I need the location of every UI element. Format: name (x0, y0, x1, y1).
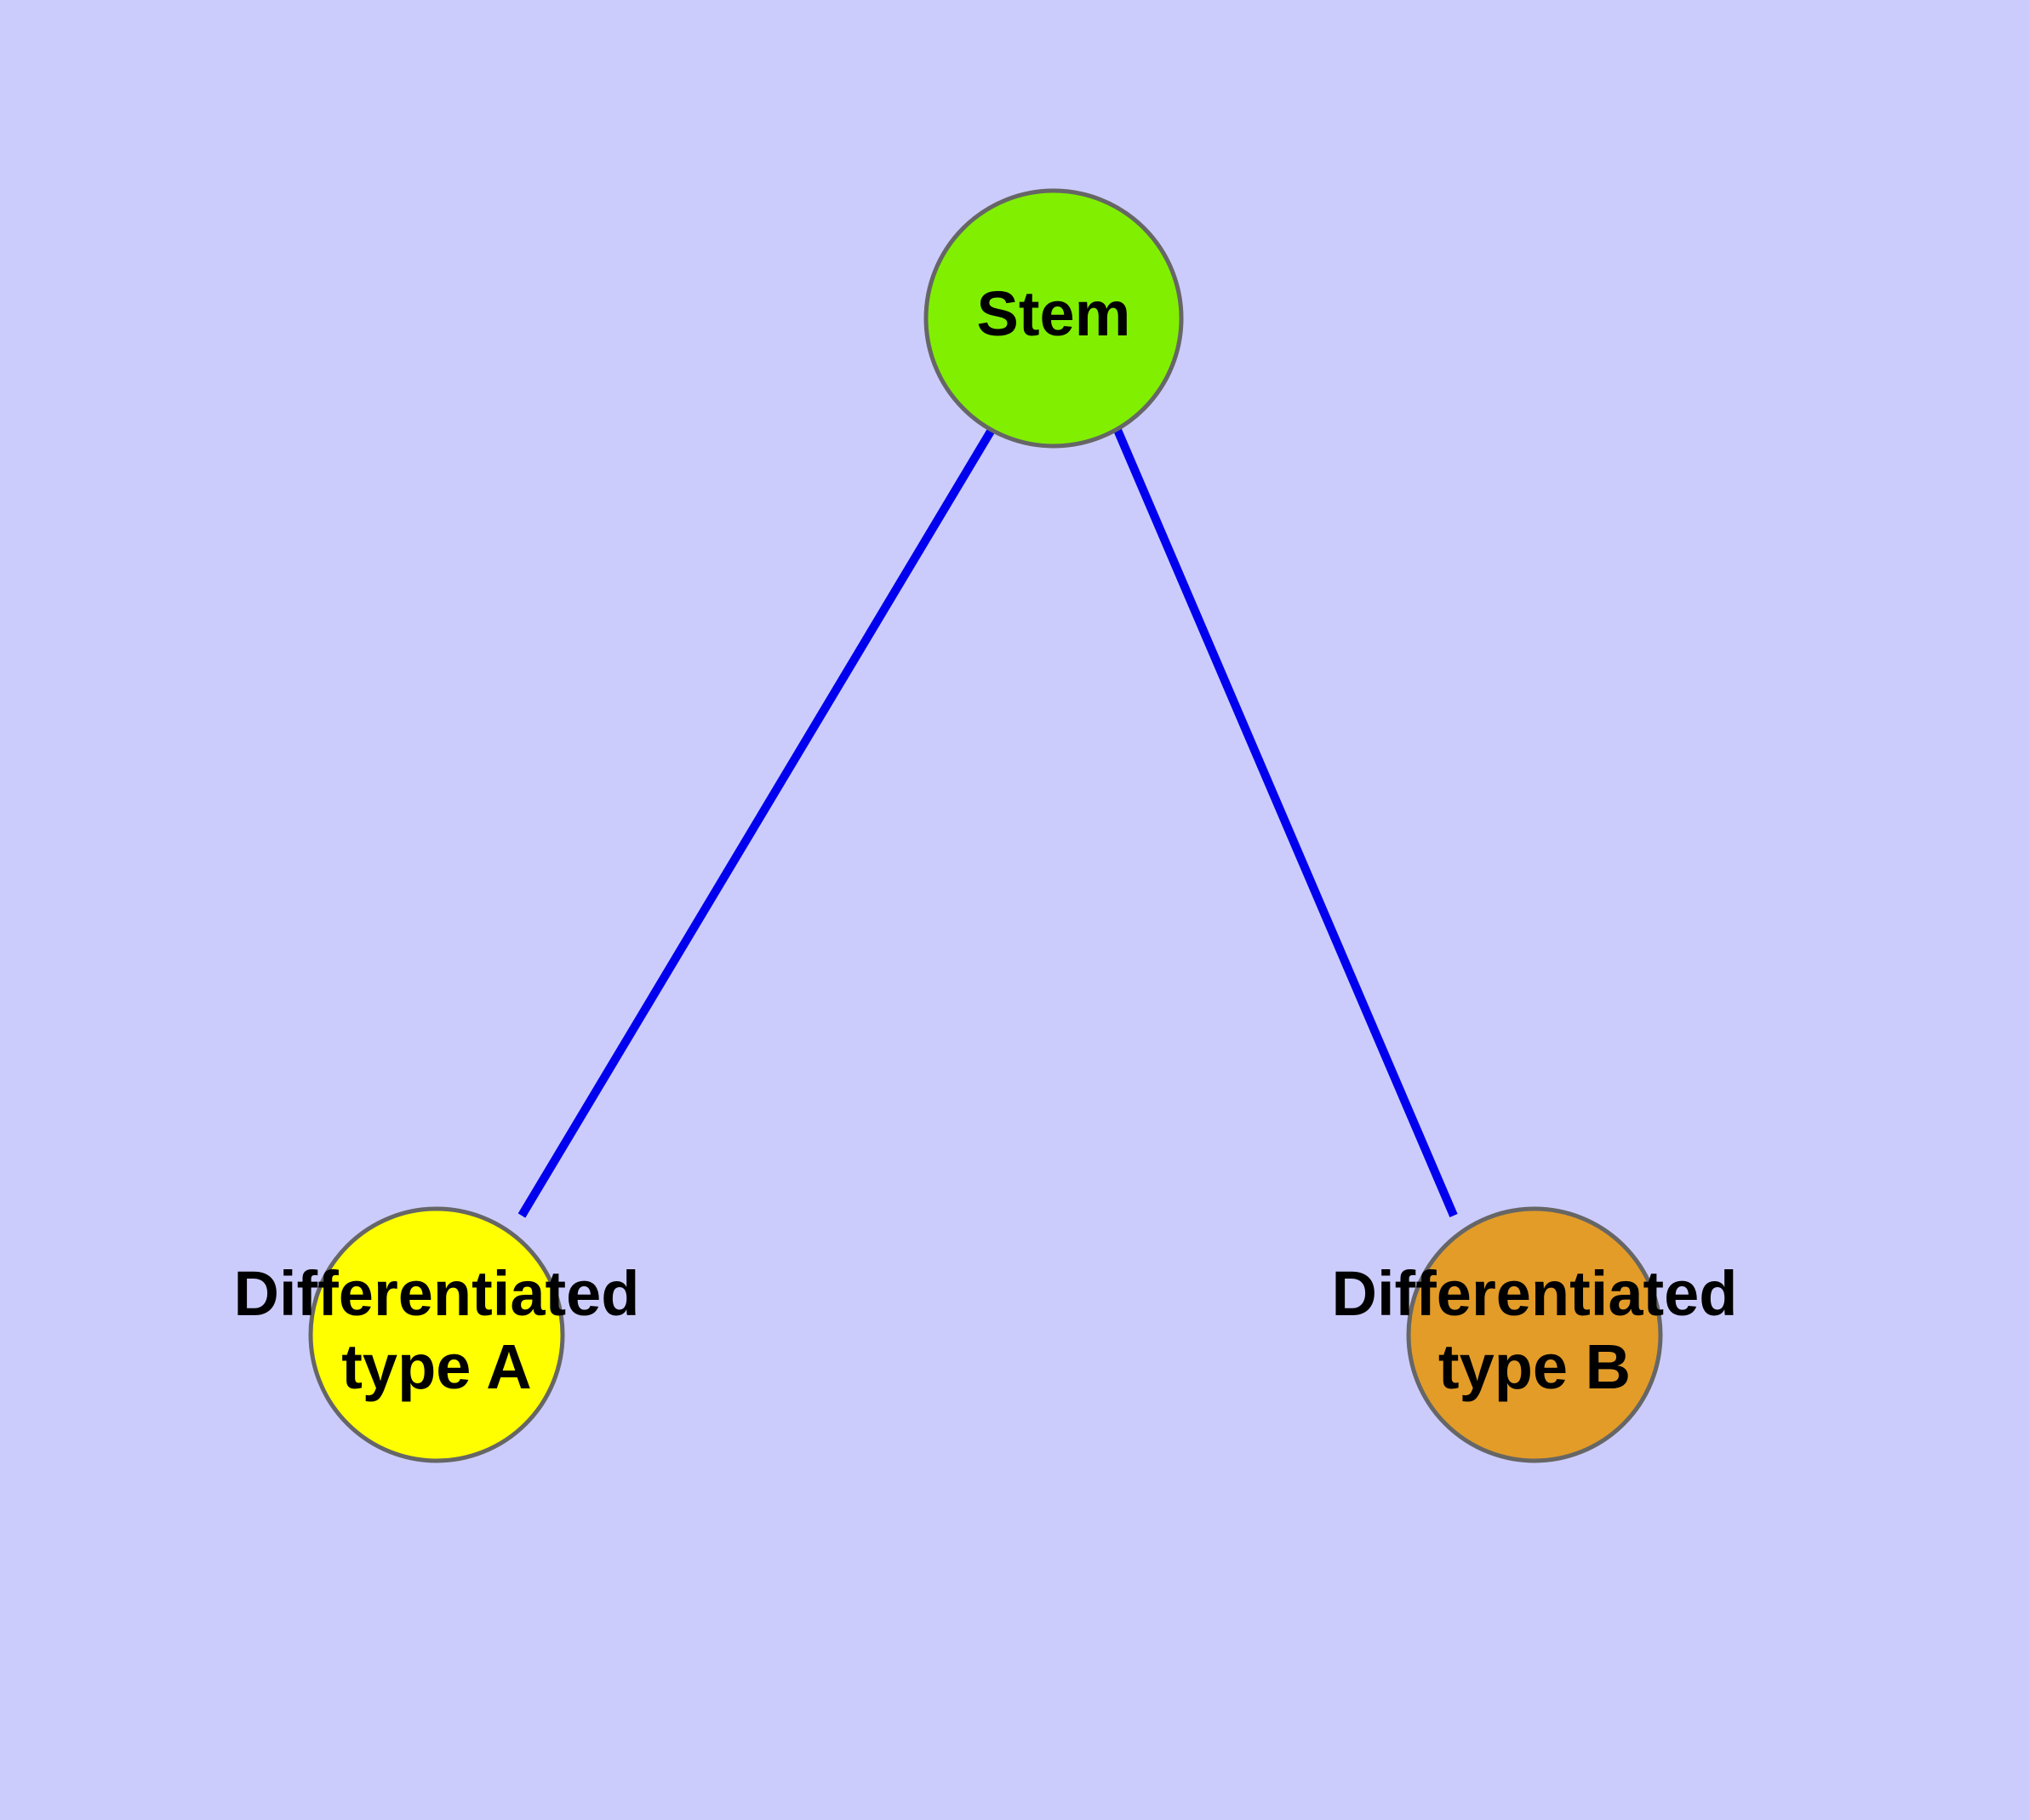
node-label-line: Differentiated (234, 1258, 640, 1329)
node-label-line: Stem (977, 278, 1131, 349)
nodes-group (308, 188, 1663, 1463)
node-label-line: type B (1438, 1331, 1631, 1401)
node-label-line: Differentiated (1332, 1258, 1738, 1329)
node-label-line: type A (341, 1331, 531, 1401)
node-stem[interactable] (923, 188, 1184, 449)
edges-group (517, 427, 1458, 1218)
edge-stem-to-diff-b (1113, 428, 1458, 1217)
node-diff_a[interactable] (308, 1206, 565, 1463)
edge-stem-to-diff-a (517, 427, 996, 1218)
node-label-stem: Stem (977, 278, 1131, 349)
node-diff_b[interactable] (1406, 1206, 1663, 1463)
